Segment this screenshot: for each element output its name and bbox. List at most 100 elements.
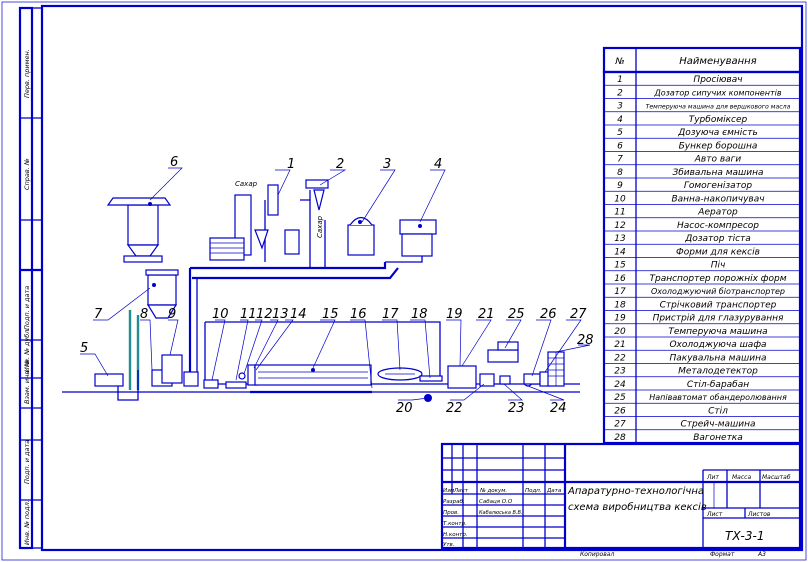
tb-role-tcontr: Т.контр.	[443, 521, 467, 527]
spec-row-name: Авто ваги	[694, 155, 742, 165]
callout-23: 23	[508, 401, 525, 416]
tb-col-izm: Изм	[443, 488, 454, 494]
spec-row-no: 21	[614, 340, 625, 350]
trolley	[547, 351, 565, 387]
packing-machine	[479, 373, 495, 387]
tb-format: Формат	[710, 551, 735, 558]
metal-detector	[499, 375, 511, 385]
tb-col-doc: № докум.	[479, 488, 507, 494]
spec-row-name: Збивальна машина	[672, 168, 763, 178]
callout-9: 9	[168, 307, 176, 322]
callout-20: 20	[396, 401, 413, 416]
callout-17: 17	[382, 307, 399, 322]
cooling-conveyor	[377, 367, 423, 381]
spec-row-name: Ванна-накопичувач	[671, 194, 764, 204]
callout-24: 24	[550, 401, 567, 416]
spec-row-name: Пристрій для глазурування	[653, 314, 784, 324]
spec-row-no: 12	[614, 221, 626, 231]
sugar-label: Сахар	[316, 215, 324, 238]
oven	[254, 364, 372, 386]
tb-title-line2: схема виробництва кексів	[568, 501, 707, 513]
callout-22: 22	[446, 401, 463, 416]
callout-6: 6	[170, 155, 178, 170]
tb-role-check: Пров.	[443, 510, 459, 516]
spec-row-no: 9	[617, 181, 623, 191]
spec-row-no: 1	[617, 75, 623, 85]
tb-col-sign: Подп.	[525, 488, 542, 494]
spec-row-name: Напівавтомат обандеролювання	[649, 393, 787, 402]
spec-row-name: Стіл	[708, 406, 728, 416]
callouts: 1 2 3 4 5 6 7 8 9 10 11 12 13 14 15 16 1…	[80, 155, 594, 416]
bulk-dosing	[305, 179, 329, 211]
tb-col-list: Лист	[453, 488, 469, 494]
spec-row-no: 5	[617, 128, 623, 138]
spec-row-name: Піч	[711, 261, 726, 271]
spec-row-no: 22	[614, 353, 626, 363]
side-label: Инв. № подл.	[23, 500, 31, 545]
side-label: Подп. и дата	[23, 440, 31, 484]
spec-header-no: №	[614, 57, 624, 67]
callout-4: 4	[434, 157, 442, 172]
cooling-cabinet	[447, 365, 477, 389]
callout-5: 5	[80, 341, 88, 356]
spec-row-name: Дозатор сипучих компонентів	[653, 88, 781, 97]
callout-11: 11	[240, 307, 257, 322]
tb-name-dev: Сабаця О.О	[479, 499, 513, 505]
callout-10: 10	[212, 307, 229, 322]
tb-title-line1: Апаратурно-технологічна	[567, 485, 704, 497]
side-stamp: Перв. примен. Справ. № Подп. и дата Инв.…	[18, 6, 43, 550]
callout-8: 8	[140, 307, 148, 322]
aerator	[225, 381, 247, 389]
callout-15: 15	[322, 307, 339, 322]
tb-role-ncontr: Н.контр.	[443, 532, 468, 538]
spec-row-name: Темперуюча машина для вершкового масла	[646, 104, 791, 111]
homogenizer	[161, 354, 183, 384]
spec-row-no: 14	[614, 247, 626, 257]
turbomixer	[399, 219, 437, 257]
title-block: Изм Лист № докум. Подп. Дата Разраб. Про…	[440, 442, 802, 558]
banding-machine	[487, 341, 519, 363]
butter-tempering-machine	[347, 216, 375, 256]
spec-row-name: Транспортер порожніх форм	[649, 274, 786, 284]
spec-row-name: Темперуюча машина	[668, 327, 767, 337]
sugar-label: Сахар	[235, 180, 258, 188]
callout-14: 14	[290, 307, 307, 322]
spec-row-name: Дозуюча ємність	[677, 128, 758, 138]
tb-role-dev: Разраб.	[443, 499, 465, 505]
tb-mass: Масса	[732, 474, 751, 481]
dosing-tank	[94, 370, 139, 401]
belt-conveyor	[419, 375, 443, 382]
spec-header-name: Найменування	[679, 56, 756, 67]
spec-row-name: Просіювач	[693, 75, 742, 85]
spec-row-no: 8	[617, 168, 623, 178]
spec-row-name: Дозатор тіста	[684, 234, 751, 244]
callout-1: 1	[287, 157, 295, 172]
tb-code: ТХ-3-1	[725, 529, 764, 543]
spec-row-no: 2	[617, 88, 623, 98]
callout-27: 27	[570, 307, 587, 322]
side-label: Взам. инв. №	[23, 360, 31, 404]
spec-row-name: Форми для кексів	[676, 247, 760, 257]
tb-sheets: Листов	[747, 511, 771, 518]
spec-row-name: Металодетектор	[678, 367, 758, 377]
tb-format-value: А3	[757, 551, 766, 558]
callout-12: 12	[256, 307, 273, 322]
spec-row-no: 15	[614, 261, 626, 271]
side-label: Перв. примен.	[23, 49, 31, 98]
spec-row-no: 16	[614, 274, 626, 284]
spec-row-name: Насос-компресор	[677, 221, 759, 231]
spec-row-no: 18	[614, 300, 626, 310]
spec-row-name: Гомогенізатор	[684, 181, 753, 191]
callout-18: 18	[411, 307, 428, 322]
tb-scale: Масштаб	[762, 474, 791, 481]
spec-row-no: 10	[614, 194, 626, 204]
spec-row-name: Бункер борошна	[679, 141, 758, 151]
spec-row-no: 28	[614, 433, 626, 443]
callout-7: 7	[94, 307, 103, 322]
spec-row-no: 23	[614, 367, 626, 377]
spec-row-name: Стрічковий транспортер	[660, 300, 777, 310]
callout-25: 25	[508, 307, 525, 322]
side-label: Подп. и дата	[23, 286, 31, 330]
